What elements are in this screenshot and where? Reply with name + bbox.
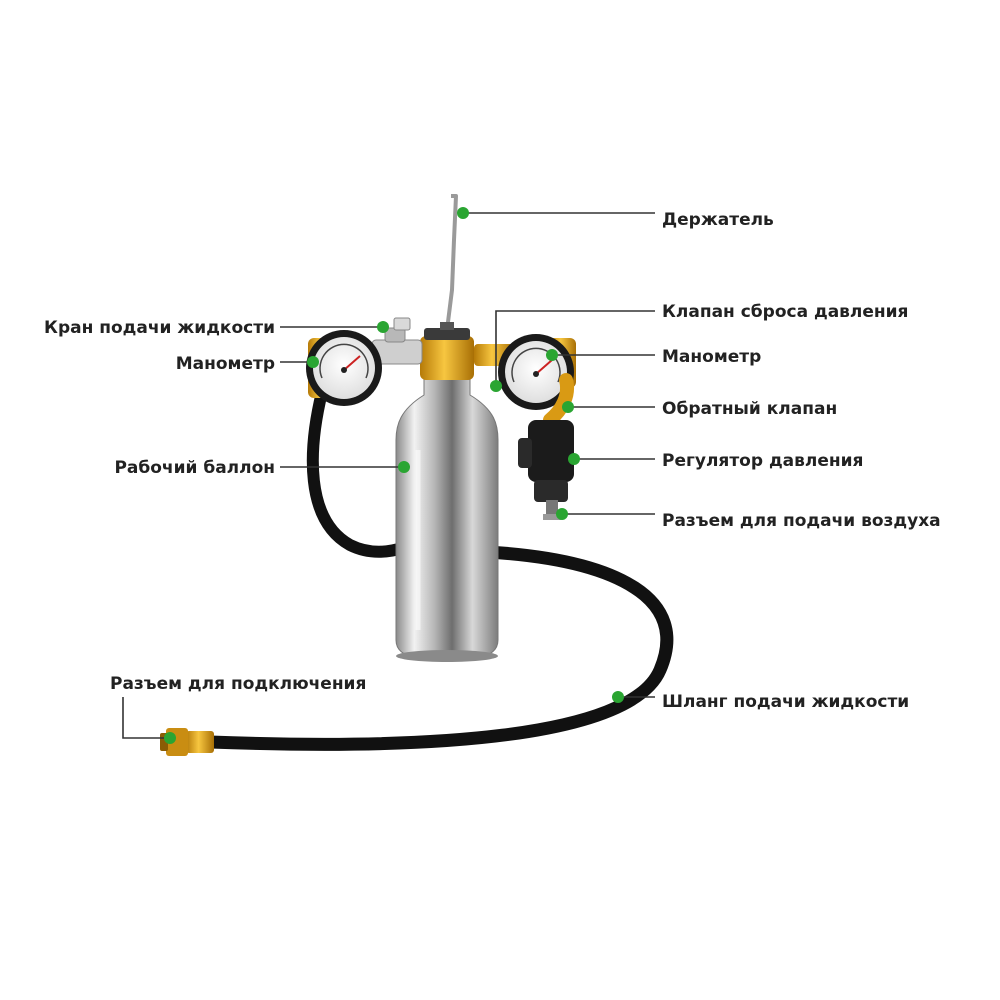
marker-liquid-hose [612, 691, 624, 703]
label-liquid-valve: Кран подачи жидкости [44, 318, 275, 338]
marker-pressure-regulator [568, 453, 580, 465]
check-valve-shape [543, 373, 574, 427]
leader-connection-fitting [122, 697, 170, 739]
holder-shape [445, 194, 458, 332]
marker-air-inlet [556, 508, 568, 520]
label-holder: Держатель [662, 210, 774, 230]
air-inlet-shape [543, 500, 561, 520]
label-working-cylinder: Рабочий баллон [114, 458, 275, 478]
callouts [122, 212, 655, 739]
marker-working-cylinder [398, 461, 410, 473]
marker-gauge-left [307, 356, 319, 368]
labels: Держатель Клапан сброса давления Маномет… [44, 210, 941, 712]
liquid-hose-shape [203, 545, 674, 751]
marker-relief-valve [490, 380, 502, 392]
left-gauge-shape [306, 330, 382, 406]
marker-check-valve [562, 401, 574, 413]
pressure-regulator-shape [518, 420, 574, 502]
marker-dots [164, 207, 624, 744]
label-check-valve: Обратный клапан [662, 399, 837, 419]
label-connection-fitting: Разъем для подключения [110, 674, 366, 694]
leader-relief-valve [495, 310, 655, 386]
marker-connection-fitting [164, 732, 176, 744]
marker-gauge-right [546, 349, 558, 361]
label-liquid-hose: Шланг подачи жидкости [662, 692, 909, 712]
marker-liquid-valve [377, 321, 389, 333]
label-gauge-left: Манометр [176, 354, 275, 374]
label-gauge-right: Манометр [662, 347, 761, 367]
cylinder-shape [395, 377, 499, 662]
label-relief-valve: Клапан сброса давления [662, 302, 908, 322]
liquid-valve-shape [371, 317, 423, 365]
cylinder-cap-shape [420, 322, 474, 380]
gauge-hose-shape [306, 386, 408, 558]
label-air-inlet: Разъем для подачи воздуха [662, 511, 941, 531]
label-pressure-regulator: Регулятор давления [662, 451, 863, 471]
marker-holder [457, 207, 469, 219]
